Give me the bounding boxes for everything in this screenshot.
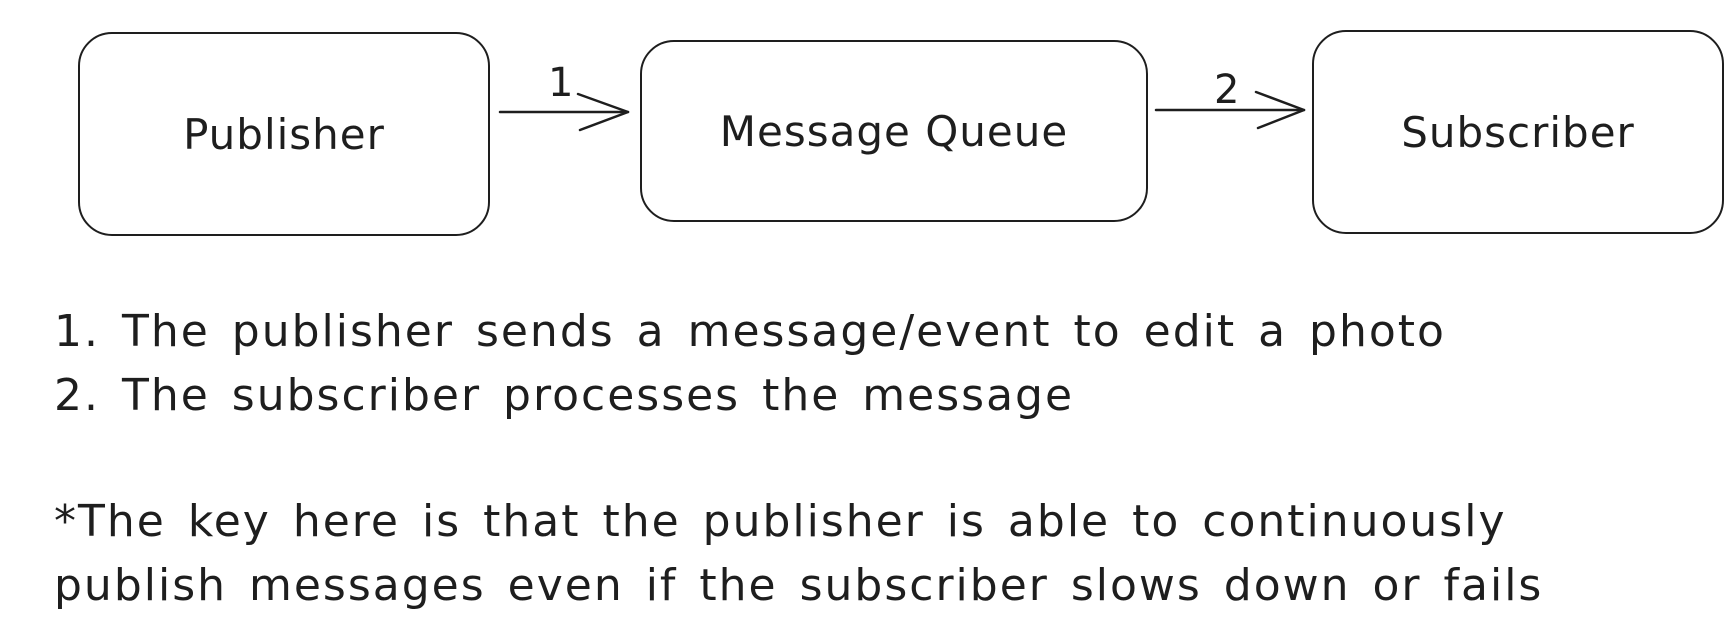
arrow-publisher-to-queue: 1 [498, 60, 630, 132]
notes-spacer [54, 428, 1714, 490]
arrows-layer: 1 2 [498, 60, 1306, 132]
key-point-line-2: publish messages even if the subscriber … [54, 560, 1544, 611]
notes-block: 1. The publisher sends a message/event t… [54, 300, 1714, 618]
step-1-text: 1. The publisher sends a message/event t… [54, 306, 1446, 357]
arrow-1-head [576, 92, 630, 132]
step-2-text: 2. The subscriber processes the message [54, 370, 1075, 421]
arrow-2-head [1254, 90, 1306, 130]
publisher-node: Publisher [78, 32, 490, 236]
arrow-queue-to-subscriber: 2 [1154, 67, 1306, 130]
message-queue-node: Message Queue [640, 40, 1148, 222]
subscriber-label: Subscriber [1401, 107, 1635, 157]
message-queue-label: Message Queue [719, 106, 1069, 156]
arrow-2-label: 2 [1214, 67, 1239, 113]
subscriber-node: Subscriber [1312, 30, 1724, 234]
publisher-label: Publisher [183, 109, 385, 159]
pubsub-diagram: Publisher Message Queue Subscriber 1 2 [0, 0, 1728, 260]
arrow-1-label: 1 [548, 60, 573, 106]
key-point-line-1: *The key here is that the publisher is a… [54, 496, 1507, 547]
